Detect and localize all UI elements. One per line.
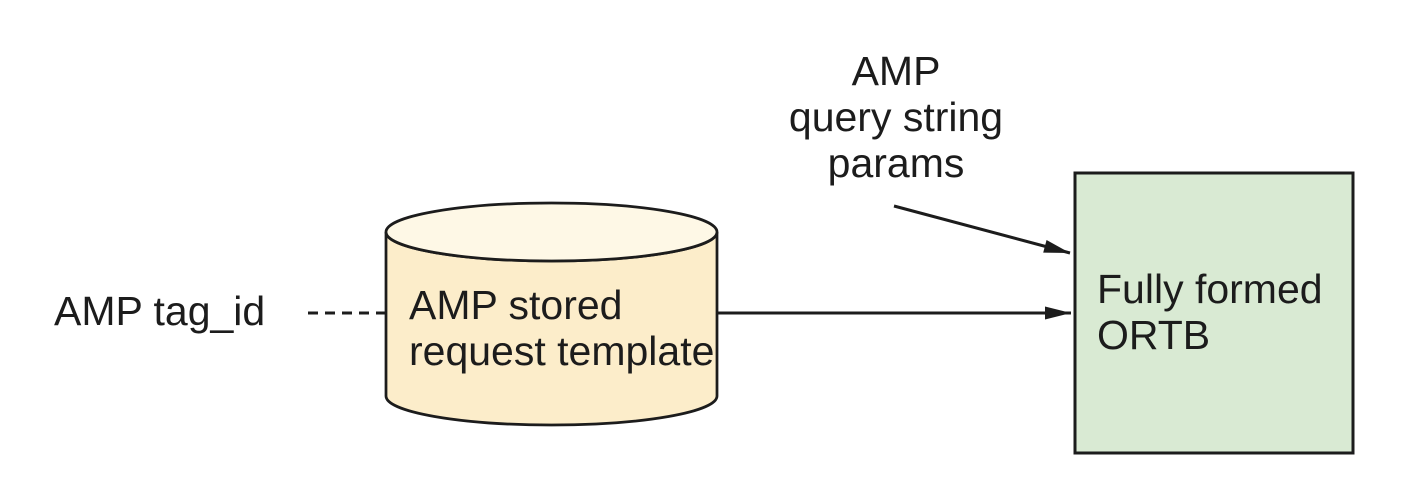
arrow-params-to-ortb xyxy=(893,204,1071,255)
query-string-params-label: AMP query string params xyxy=(788,48,1004,186)
ortb-box-shape xyxy=(1073,171,1355,455)
stored-request-cylinder-shape xyxy=(384,201,719,427)
fully-formed-ortb-label: Fully formed ORTB xyxy=(1097,266,1323,358)
amp-tag-id-label: AMP tag_id xyxy=(54,288,266,334)
cylinder-top xyxy=(384,201,719,263)
stored-request-template-label: AMP stored request template xyxy=(409,282,715,374)
